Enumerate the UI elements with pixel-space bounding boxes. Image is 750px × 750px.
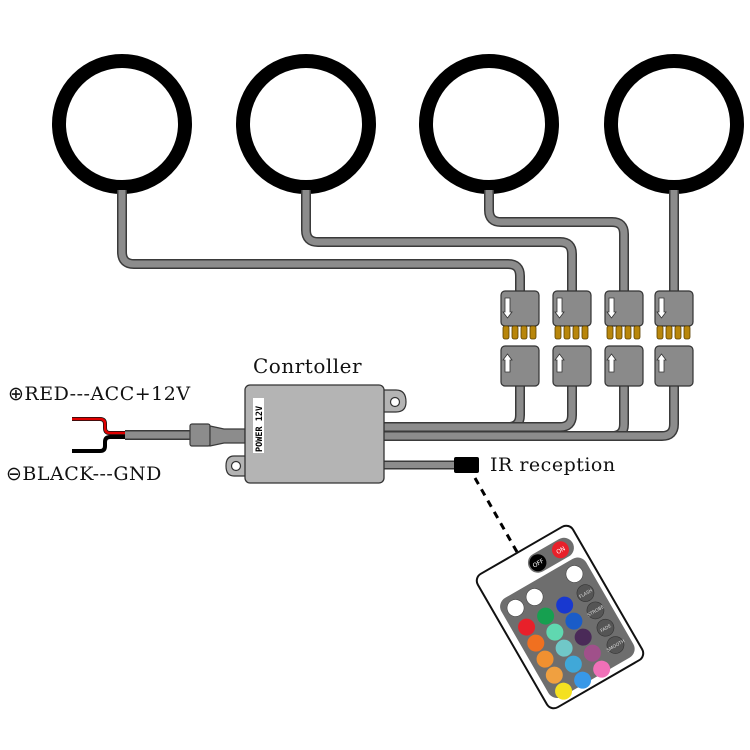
pin bbox=[633, 325, 641, 340]
remote-bright-down-button[interactable] bbox=[523, 585, 546, 608]
arrow-down-icon bbox=[554, 297, 565, 319]
positive-wire-text: RED---ACC+12V bbox=[24, 383, 191, 405]
pin bbox=[624, 325, 632, 340]
plug bbox=[604, 290, 644, 327]
ir-reception-label: IR reception bbox=[490, 454, 616, 476]
connector-1 bbox=[500, 290, 540, 387]
remote-color-button[interactable] bbox=[562, 609, 585, 632]
arrow-up-icon bbox=[502, 353, 513, 373]
controller-output-cable-2 bbox=[383, 384, 577, 432]
red-wire bbox=[72, 417, 125, 435]
socket bbox=[604, 345, 644, 387]
controller-power-label: POWER 12V bbox=[255, 406, 265, 452]
socket bbox=[552, 345, 592, 387]
ir-signal-line bbox=[473, 477, 519, 553]
remote-smooth-button[interactable] bbox=[604, 633, 627, 656]
light-1-ring bbox=[52, 54, 192, 194]
connector-4 bbox=[654, 290, 694, 387]
light-4-ring bbox=[604, 54, 744, 194]
remote-color-button[interactable] bbox=[552, 637, 575, 660]
pin bbox=[572, 325, 580, 340]
light-2-cable bbox=[301, 190, 577, 292]
remote-color-button[interactable] bbox=[543, 664, 566, 687]
remote-button-label: FADE bbox=[599, 623, 612, 634]
arrow-up-icon bbox=[606, 353, 617, 373]
pin bbox=[520, 325, 528, 340]
negative-terminal-label: ⊖BLACK---GND bbox=[6, 463, 162, 485]
arrow-up-icon bbox=[554, 353, 565, 373]
pin bbox=[511, 325, 519, 340]
light-2-ring bbox=[236, 54, 376, 194]
ir-receiver bbox=[454, 457, 479, 473]
socket bbox=[500, 345, 540, 387]
arrow-down-icon bbox=[656, 297, 667, 319]
positive-terminal-label: ⊕RED---ACC+12V bbox=[8, 383, 191, 405]
light-1-cable bbox=[117, 190, 525, 292]
remote-color-button[interactable] bbox=[533, 648, 556, 671]
connector-2 bbox=[552, 290, 592, 387]
remote-off-button[interactable] bbox=[526, 551, 549, 574]
remote-color-button[interactable] bbox=[552, 680, 575, 703]
negative-wire-text: BLACK---GND bbox=[22, 463, 162, 485]
remote-color-button[interactable] bbox=[581, 642, 604, 665]
socket bbox=[654, 345, 694, 387]
remote-color-button[interactable] bbox=[515, 615, 538, 638]
remote-W-button[interactable] bbox=[563, 562, 586, 585]
remote-bright-up-button[interactable] bbox=[504, 596, 527, 619]
connector-3 bbox=[604, 290, 644, 387]
arrow-down-icon bbox=[606, 297, 617, 319]
remote-color-button[interactable] bbox=[590, 658, 613, 681]
pin bbox=[683, 325, 691, 340]
light-3-cable bbox=[484, 190, 629, 292]
remote-button-label: ON bbox=[555, 545, 566, 556]
plug bbox=[552, 290, 592, 327]
remote-color-button[interactable] bbox=[543, 620, 566, 643]
remote-strobe-button[interactable] bbox=[584, 599, 607, 622]
pin bbox=[529, 325, 537, 340]
black-wire bbox=[72, 435, 125, 453]
arrow-up-icon bbox=[656, 353, 667, 373]
plug bbox=[500, 290, 540, 327]
pin bbox=[606, 325, 614, 340]
light-3-ring bbox=[419, 54, 559, 194]
remote-fade-button[interactable] bbox=[594, 616, 617, 639]
remote-color-button[interactable] bbox=[553, 593, 576, 616]
remote-color-button[interactable] bbox=[524, 631, 547, 654]
plug bbox=[654, 290, 694, 327]
controller-box: POWER 12V bbox=[225, 384, 407, 484]
pin bbox=[615, 325, 623, 340]
remote-color-button[interactable] bbox=[534, 604, 557, 627]
pin bbox=[674, 325, 682, 340]
arrow-down-icon bbox=[502, 297, 513, 319]
pin bbox=[563, 325, 571, 340]
plus-circle-icon: ⊕ bbox=[8, 383, 25, 405]
pin bbox=[554, 325, 562, 340]
power-cable-sleeve bbox=[189, 423, 246, 447]
remote-color-button[interactable] bbox=[562, 653, 585, 676]
controller-label: Conrtoller bbox=[253, 354, 363, 378]
pin bbox=[502, 325, 510, 340]
controller-output-cable-4 bbox=[383, 384, 679, 441]
remote-color-button[interactable] bbox=[572, 626, 595, 649]
remote-color-button[interactable] bbox=[571, 669, 594, 692]
pin bbox=[656, 325, 664, 340]
remote-flash-button[interactable] bbox=[574, 581, 597, 604]
pin bbox=[581, 325, 589, 340]
minus-circle-icon: ⊖ bbox=[6, 463, 23, 485]
remote-on-button[interactable] bbox=[549, 538, 572, 561]
wire-fork bbox=[72, 417, 125, 453]
pin bbox=[665, 325, 673, 340]
